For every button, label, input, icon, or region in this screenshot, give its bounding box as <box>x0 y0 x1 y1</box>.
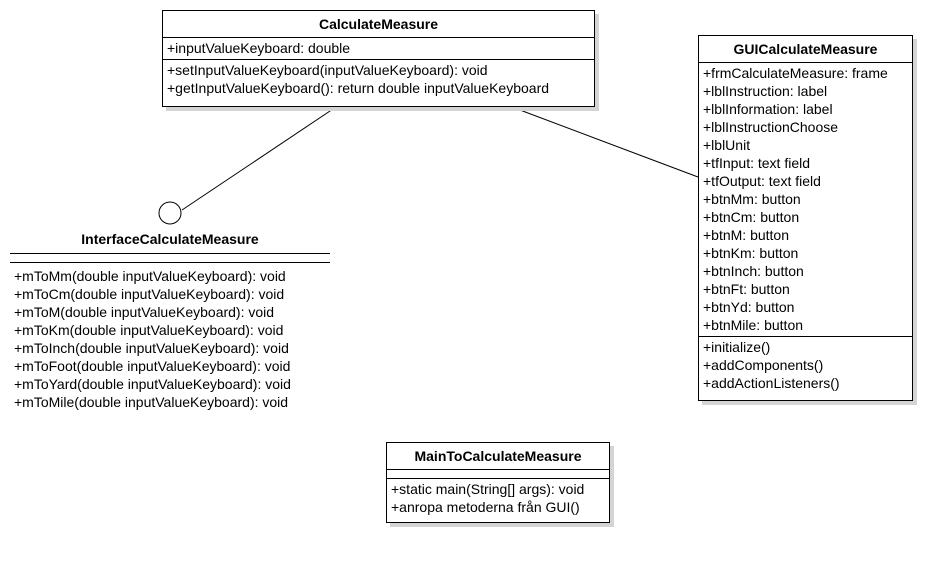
operation-row: +mToYard(double inputValueKeyboard): voi… <box>14 376 291 392</box>
attribute-row: +lblUnit <box>703 137 751 153</box>
interface-divider <box>10 253 330 254</box>
class-main-to-calculate-measure-operations: +static main(String[] args): void +anrop… <box>387 478 609 518</box>
operation-row: +mToKm(double inputValueKeyboard): void <box>14 322 284 338</box>
operation-row: +getInputValueKeyboard(): return double … <box>167 80 550 96</box>
class-gui-calculate-measure-title: GUICalculateMeasure <box>699 36 912 63</box>
attribute-row: +btnFt: button <box>703 281 790 297</box>
operation-row: +mToFoot(double inputValueKeyboard): voi… <box>14 358 291 374</box>
interface-calculate-measure-operations: +mToMm(double inputValueKeyboard): void … <box>10 263 330 411</box>
operation-row: +addActionListeners() <box>703 375 840 391</box>
class-gui-calculate-measure[interactable]: GUICalculateMeasure +frmCalculateMeasure… <box>698 35 913 401</box>
operation-row: +mToMile(double inputValueKeyboard): voi… <box>14 394 289 410</box>
class-calculate-measure[interactable]: CalculateMeasure +inputValueKeyboard: do… <box>162 10 595 107</box>
attribute-row: +tfOutput: text field <box>703 173 821 189</box>
attribute-row: +btnYd: button <box>703 299 795 315</box>
attribute-row: +btnMm: button <box>703 191 801 207</box>
operation-row: +setInputValueKeyboard(inputValueKeyboar… <box>167 62 488 78</box>
class-calculate-measure-attributes: +inputValueKeyboard: double <box>163 38 594 59</box>
operation-row: +addComponents() <box>703 357 824 373</box>
attribute-row: +lblInstruction: label <box>703 83 828 99</box>
attribute-row: +lblInformation: label <box>703 101 833 117</box>
class-gui-calculate-measure-attributes: +frmCalculateMeasure: frame +lblInstruct… <box>699 63 912 336</box>
class-main-to-calculate-measure-title: MainToCalculateMeasure <box>387 443 609 470</box>
attribute-row: +btnCm: button <box>703 209 800 225</box>
class-calculate-measure-operations: +setInputValueKeyboard(inputValueKeyboar… <box>163 59 594 99</box>
attribute-row: +lblInstructionChoose <box>703 119 839 135</box>
operation-row: +static main(String[] args): void <box>391 481 585 497</box>
class-main-to-calculate-measure[interactable]: MainToCalculateMeasure +static main(Stri… <box>386 442 610 523</box>
operation-row: +mToM(double inputValueKeyboard): void <box>14 304 275 320</box>
attribute-row: +btnM: button <box>703 227 790 243</box>
attribute-row: +inputValueKeyboard: double <box>167 40 351 56</box>
interface-calculate-measure[interactable]: InterfaceCalculateMeasure +mToMm(double … <box>10 228 330 411</box>
connector-calculate-to-interface <box>181 106 337 211</box>
operation-row: +initialize() <box>703 339 771 355</box>
operation-row: +mToInch(double inputValueKeyboard): voi… <box>14 340 289 356</box>
attribute-row: +frmCalculateMeasure: frame <box>703 65 888 81</box>
attribute-row: +btnKm: button <box>703 245 799 261</box>
attribute-row: +tfInput: text field <box>703 155 811 171</box>
interface-divider <box>10 262 330 263</box>
attribute-row: +btnInch: button <box>703 263 804 279</box>
operation-row: +mToCm(double inputValueKeyboard): void <box>14 286 285 302</box>
class-main-to-calculate-measure-attributes <box>387 470 609 478</box>
class-calculate-measure-title: CalculateMeasure <box>163 11 594 38</box>
class-gui-calculate-measure-operations: +initialize() +addComponents() +addActio… <box>699 336 912 394</box>
attribute-row: +btnMile: button <box>703 317 804 333</box>
interface-lollipop-icon <box>158 201 182 225</box>
operation-row: +anropa metoderna från GUI() <box>391 499 580 515</box>
interface-calculate-measure-title: InterfaceCalculateMeasure <box>81 231 259 247</box>
connector-calculate-to-gui <box>511 106 699 178</box>
operation-row: +mToMm(double inputValueKeyboard): void <box>14 268 286 284</box>
